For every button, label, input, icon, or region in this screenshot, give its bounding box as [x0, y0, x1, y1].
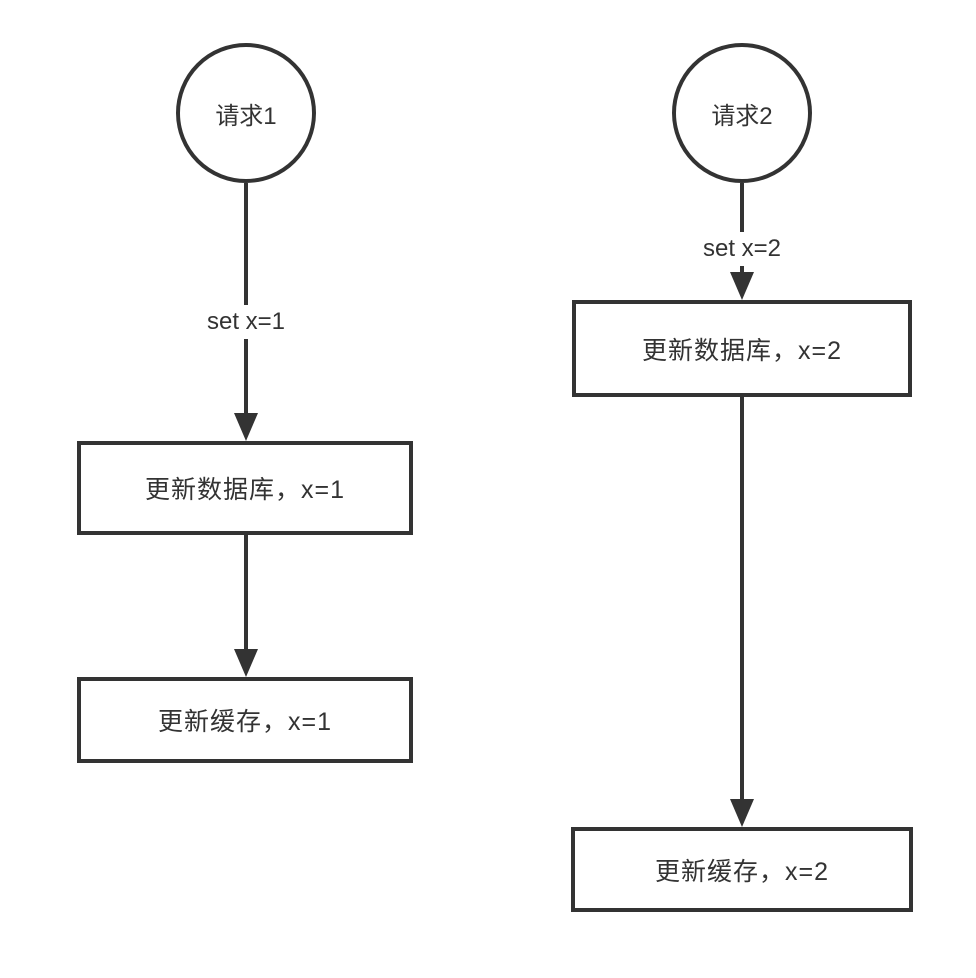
start-node-request-1-label: 请求1 [215, 102, 277, 130]
arrow-down-icon [234, 649, 258, 677]
process-box-update-cache-x2-label: 更新缓存，x=2 [654, 857, 829, 886]
start-node-request-2: 请求2 [672, 43, 812, 183]
connector-line [244, 535, 248, 651]
process-box-update-cache-x1: 更新缓存，x=1 [77, 677, 413, 763]
process-box-update-cache-x1-label: 更新缓存，x=1 [157, 708, 332, 736]
process-box-update-db-x1: 更新数据库，x=1 [77, 441, 413, 535]
arrow-down-icon [730, 272, 754, 300]
arrow-down-icon [730, 799, 754, 827]
process-box-update-db-x1-label: 更新数据库，x=1 [144, 476, 345, 504]
process-box-update-cache-x2: 更新缓存，x=2 [571, 827, 913, 912]
connector-line [740, 397, 744, 801]
connector-line [244, 183, 248, 413]
edge-label-set-x2: set x=2 [694, 232, 790, 266]
arrow-down-icon [234, 413, 258, 441]
edge-label-set-x1: set x=1 [198, 305, 294, 339]
start-node-request-2-label: 请求2 [711, 102, 773, 130]
process-box-update-db-x2: 更新数据库，x=2 [572, 300, 912, 397]
connector-line [740, 183, 744, 273]
process-box-update-db-x2-label: 更新数据库，x=2 [641, 336, 842, 365]
start-node-request-1: 请求1 [176, 43, 316, 183]
